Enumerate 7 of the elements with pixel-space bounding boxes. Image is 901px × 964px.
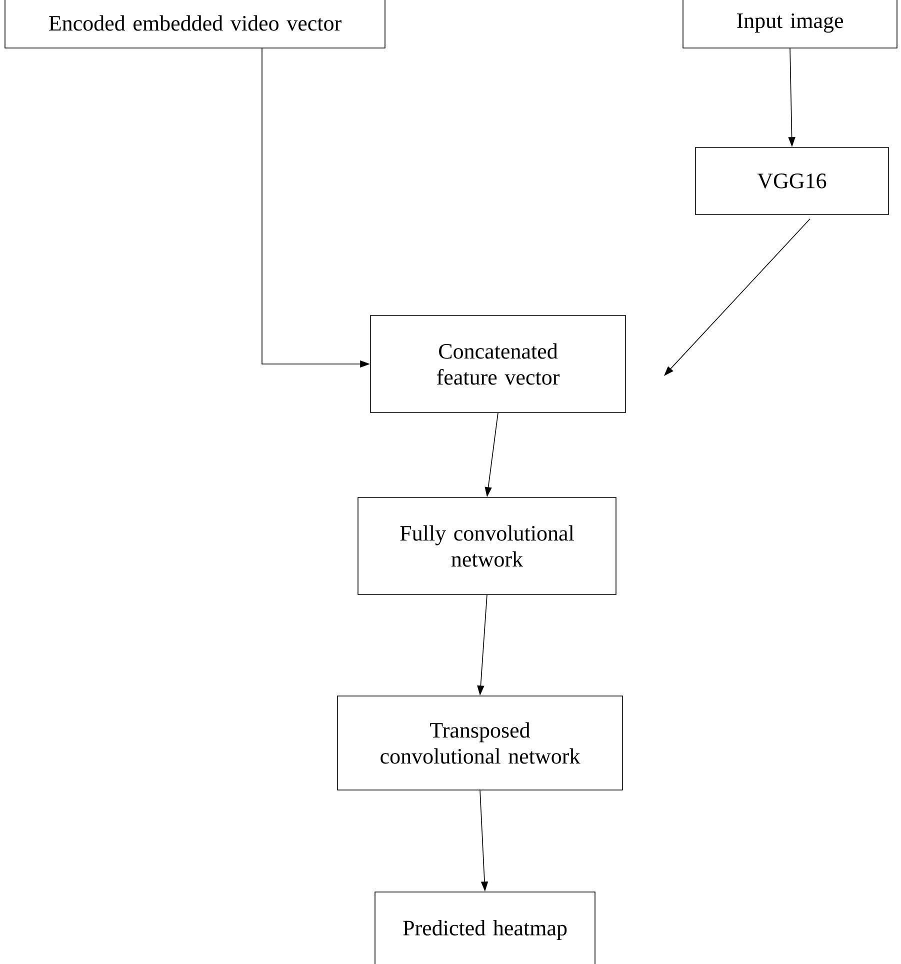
process-box: Input image (682, 0, 898, 48)
process-box: Predicted heatmap (374, 892, 596, 964)
process-box: VGG16 (695, 147, 889, 215)
process-box: Fully convolutional network (358, 497, 616, 595)
process-box: Encoded embedded video vector (4, 0, 386, 48)
process-box: Transposed convolutional network (337, 696, 623, 790)
process-box: Concatenated feature vector (370, 315, 626, 413)
